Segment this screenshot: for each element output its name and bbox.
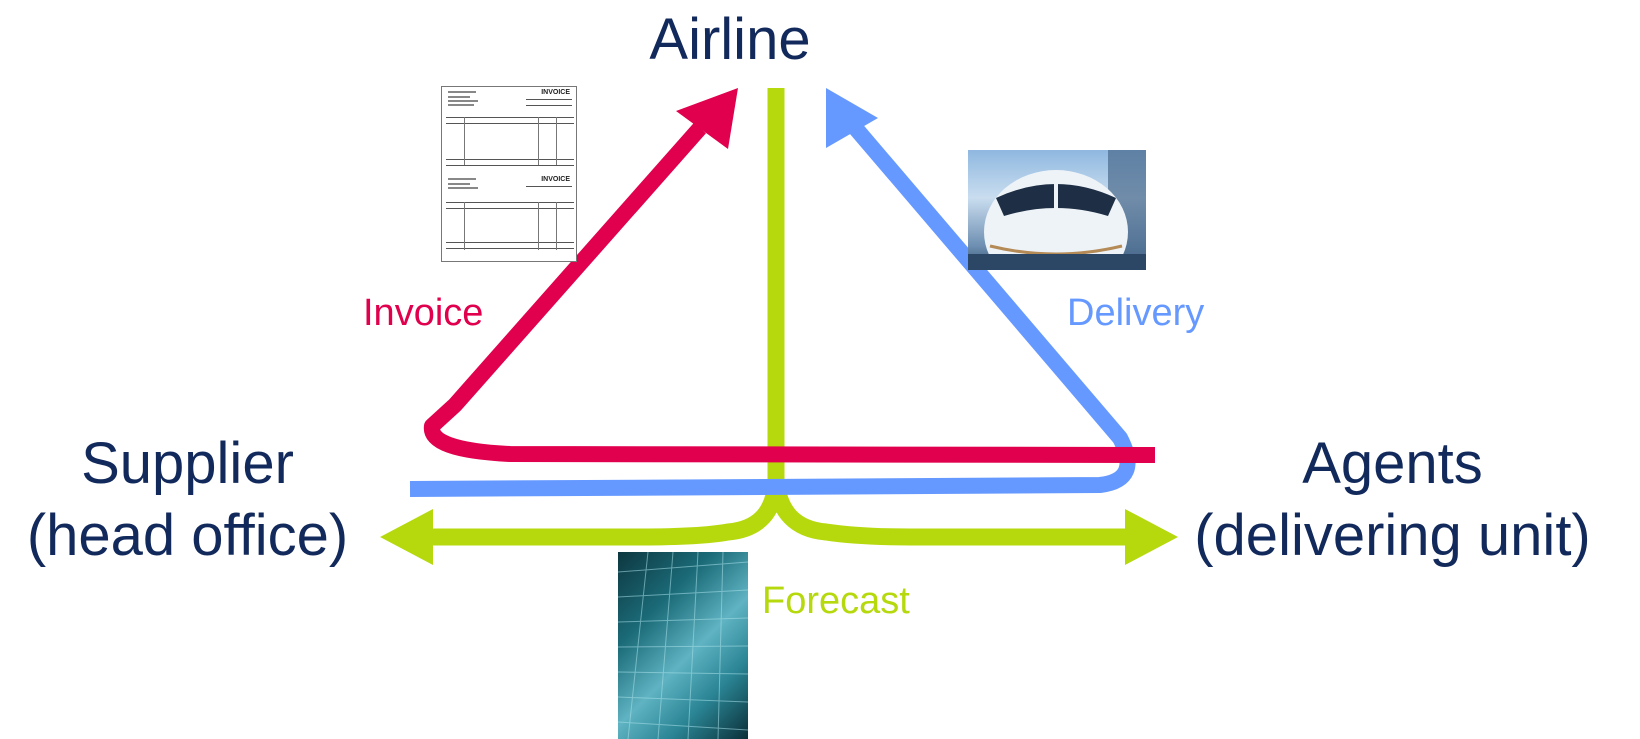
supplier-label: Supplier (81, 431, 294, 496)
invoice-document-image: INVOICE INVOICE (441, 86, 577, 262)
invoice-heading: INVOICE (541, 89, 570, 96)
airline-label: Airline (649, 7, 811, 72)
agents-sublabel: (delivering unit) (1194, 503, 1591, 568)
invoice-arrowhead (676, 88, 738, 149)
agents-label: Agents (1302, 431, 1483, 496)
delivery-arrowhead (826, 88, 878, 148)
forecast-flow-label: Forecast (762, 580, 910, 622)
invoice-line (423, 122, 1156, 463)
agents-node: Agents (delivering unit) (1145, 428, 1640, 572)
airplane-photo (968, 150, 1146, 270)
forecast-arrowhead-left (380, 509, 433, 565)
airplane-icon (968, 150, 1146, 270)
invoice-flow (423, 88, 1156, 463)
forecast-spreadsheet-photo (618, 552, 748, 739)
supplier-node: Supplier (head office) (0, 428, 375, 572)
supplier-sublabel: (head office) (26, 503, 349, 568)
delivery-flow (409, 88, 1136, 497)
delivery-line (409, 118, 1136, 497)
forecast-arrowhead-right (1125, 509, 1178, 565)
spreadsheet-icon (618, 552, 748, 739)
invoice-sheet-top: INVOICE (442, 87, 576, 174)
invoice-sheet-bottom: INVOICE (442, 174, 576, 261)
delivery-flow-label: Delivery (1067, 292, 1205, 334)
forecast-right-branch (767, 478, 1130, 546)
forecast-flow (380, 88, 1178, 565)
invoice-flow-label: Invoice (363, 292, 484, 334)
airline-node: Airline (640, 4, 820, 76)
invoice-heading-2: INVOICE (541, 176, 570, 183)
